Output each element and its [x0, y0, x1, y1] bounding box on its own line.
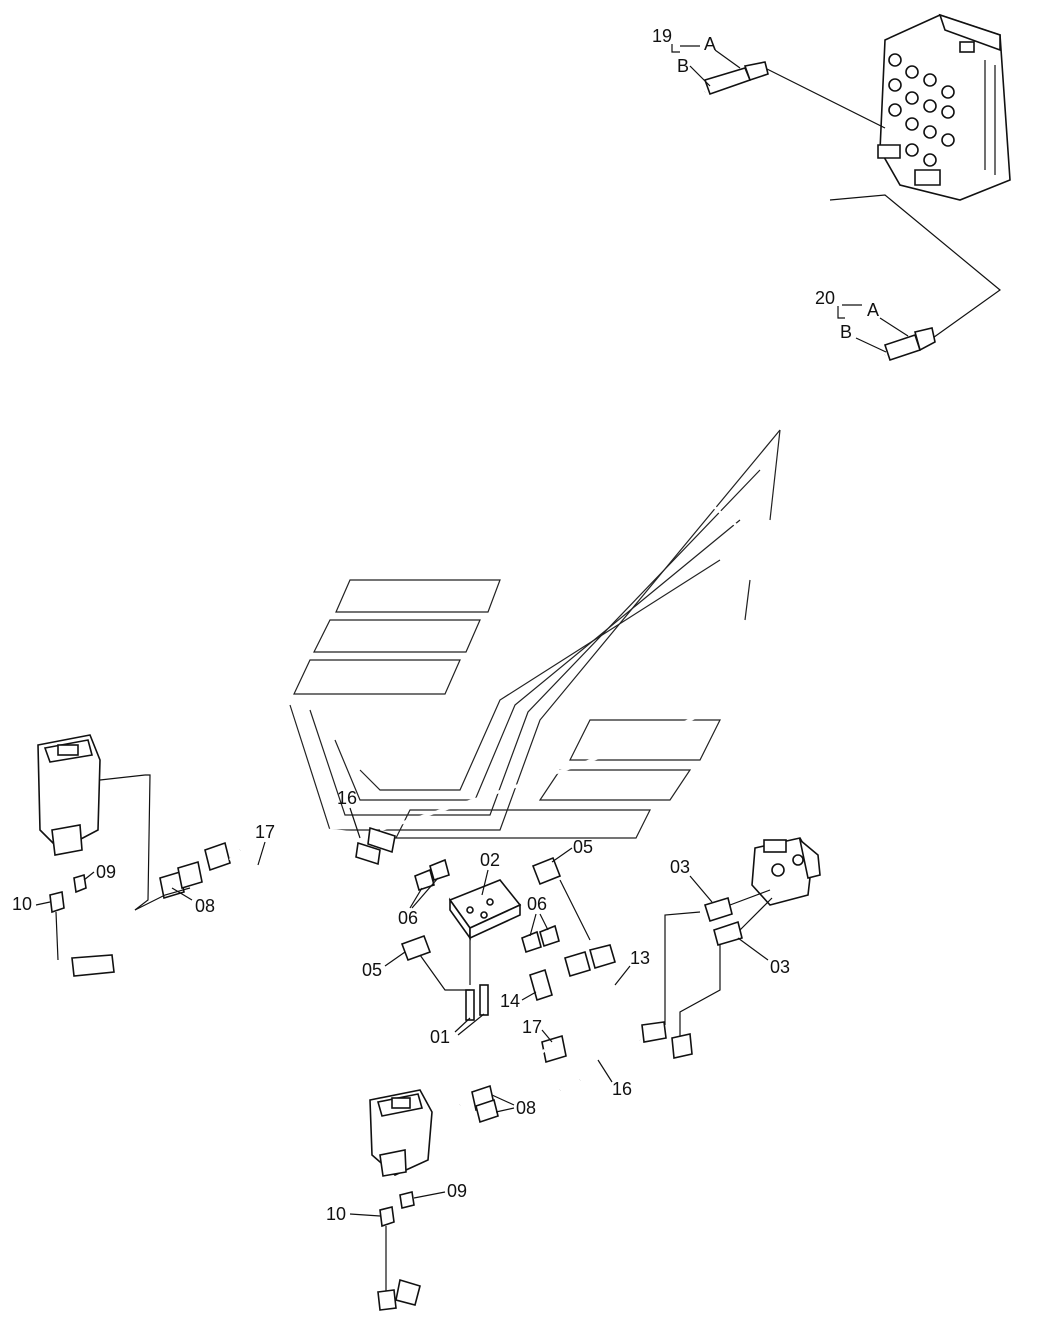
fitting-10-bottom: [377, 1206, 397, 1311]
label-03-right: 03: [770, 957, 790, 977]
fittings-06-right: [521, 924, 560, 954]
label-02: 02: [480, 850, 500, 870]
hose-14: [529, 968, 641, 1042]
fittings-03: [664, 889, 773, 1059]
bolts-01: [465, 935, 489, 1021]
reference-line-20: [829, 194, 1001, 341]
label-14: 14: [500, 991, 520, 1011]
watermark-logo: [289, 429, 781, 839]
label-19: 19: [652, 26, 672, 46]
label-19-b: B: [677, 56, 689, 76]
hose-17-upper: [228, 848, 366, 887]
label-01: 01: [430, 1027, 450, 1047]
label-17-top: 17: [255, 822, 275, 842]
label-09-left: 09: [96, 862, 116, 882]
fittings-08-left: [134, 841, 231, 911]
hose-19: [379, 61, 808, 832]
fitting-05-left: [400, 934, 432, 962]
label-09-bottom: 09: [447, 1181, 467, 1201]
label-08-left: 08: [195, 896, 215, 916]
reference-line-19: [764, 67, 886, 129]
label-03-top: 03: [670, 857, 690, 877]
fittings-06-left: [414, 858, 450, 892]
label-10-bottom: 10: [326, 1204, 346, 1224]
hose-lower-left: [71, 836, 381, 977]
callout-labels: 19 A B 20 A B 16 17 09 10 08 02 05 06 06…: [12, 26, 909, 1224]
hose-17-lower: [541, 1034, 573, 1092]
fitting-09-left: [73, 873, 87, 894]
hose-13: [589, 944, 667, 1043]
fittings-08-bottom: [471, 1084, 499, 1124]
fitting-05-top: [531, 856, 562, 886]
junction-block-02: [448, 879, 522, 941]
label-20-a: A: [867, 300, 879, 320]
control-valve: [877, 13, 1011, 201]
shuttle-valve: [751, 837, 821, 906]
label-20-b: B: [840, 322, 852, 342]
label-17-bottom: 17: [522, 1017, 542, 1037]
label-20: 20: [815, 288, 835, 308]
hose-16-upper: [239, 826, 396, 866]
label-16-bottom: 16: [612, 1079, 632, 1099]
reference-line-05: [559, 879, 591, 941]
reference-line-05-left: [419, 954, 470, 991]
label-05-left: 05: [362, 960, 382, 980]
label-05-top: 05: [573, 837, 593, 857]
fitting-10-left: [49, 891, 65, 961]
label-06-left: 06: [398, 908, 418, 928]
hose-lower-to-pilot: [459, 1048, 546, 1107]
valve-port-fittings: [888, 53, 955, 167]
label-16-top: 16: [337, 788, 357, 808]
hose-20: [395, 327, 973, 1306]
label-19-a: A: [704, 34, 716, 54]
label-06-right: 06: [527, 894, 547, 914]
hose-16-lower: [564, 950, 611, 1082]
label-10-left: 10: [12, 894, 32, 914]
label-13: 13: [630, 948, 650, 968]
pilot-valve-left: [37, 734, 151, 911]
label-08-bottom: 08: [516, 1098, 536, 1118]
pilot-valve-bottom: [369, 1089, 433, 1177]
fitting-09-bottom: [399, 1191, 415, 1209]
